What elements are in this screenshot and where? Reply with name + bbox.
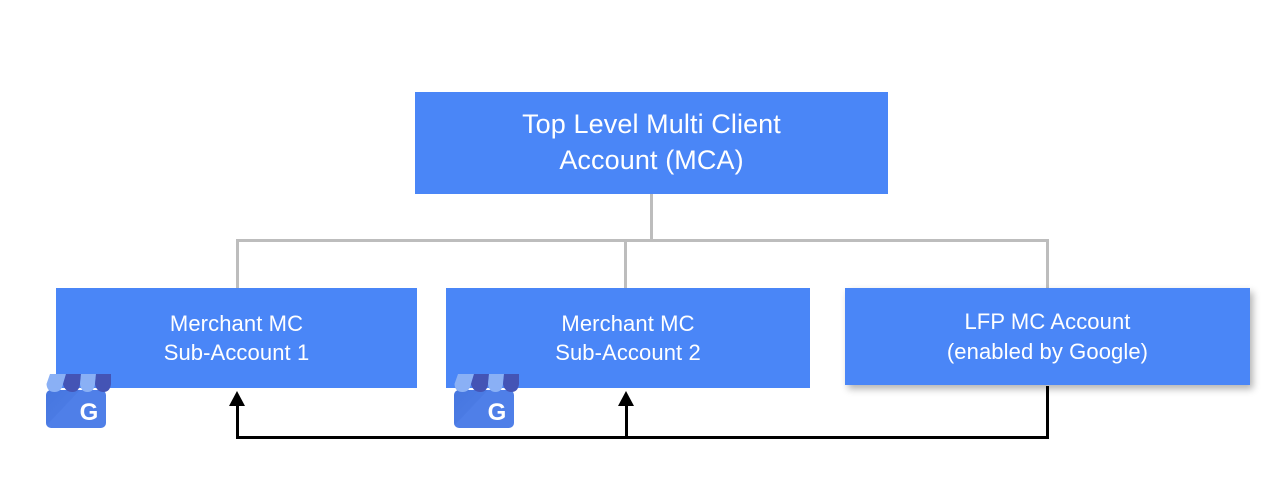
merchant-sub-account-1-line-1: Merchant MC [169,310,304,336]
top-level-mca-node: Top Level Multi Client Account (MCA) [415,92,888,194]
connector-drop-sub1 [236,239,239,289]
feedback-flow-riser-sub1 [236,404,239,439]
feedback-flow-bus [236,436,1049,439]
connector-drop-lfp [1046,239,1049,289]
google-g-letter: G [80,399,99,426]
top-level-mca-node-line-1: Top Level Multi Client [522,109,781,140]
connector-top-stem [650,194,653,241]
merchant-sub-account-2-line-1: Merchant MC [561,310,695,336]
connector-drop-sub2 [624,239,627,289]
connector-horizontal-bus [236,239,1049,242]
google-g-letter: G [488,399,507,426]
merchant-sub-account-1-node: Merchant MC Sub-Account 1 [56,288,417,388]
google-business-profile-icon: G [40,368,112,432]
top-level-mca-node-line-2: Account (MCA) [559,145,744,175]
merchant-sub-account-2-line-2: Sub-Account 2 [555,340,701,365]
arrow-up-icon-sub2 [618,391,634,406]
lfp-mc-account-line-1: LFP MC Account [964,309,1131,335]
lfp-mc-account-node: LFP MC Account (enabled by Google) [845,288,1250,385]
merchant-sub-account-2-node: Merchant MC Sub-Account 2 [446,288,810,388]
merchant-sub-account-1-line-2: Sub-Account 1 [163,340,310,365]
arrow-up-icon-sub1 [229,391,245,406]
feedback-flow-riser-sub2 [625,404,628,439]
feedback-flow-riser-lfp [1046,386,1049,439]
lfp-mc-account-line-2: (enabled by Google) [946,338,1149,364]
google-business-profile-icon: G [448,368,520,432]
